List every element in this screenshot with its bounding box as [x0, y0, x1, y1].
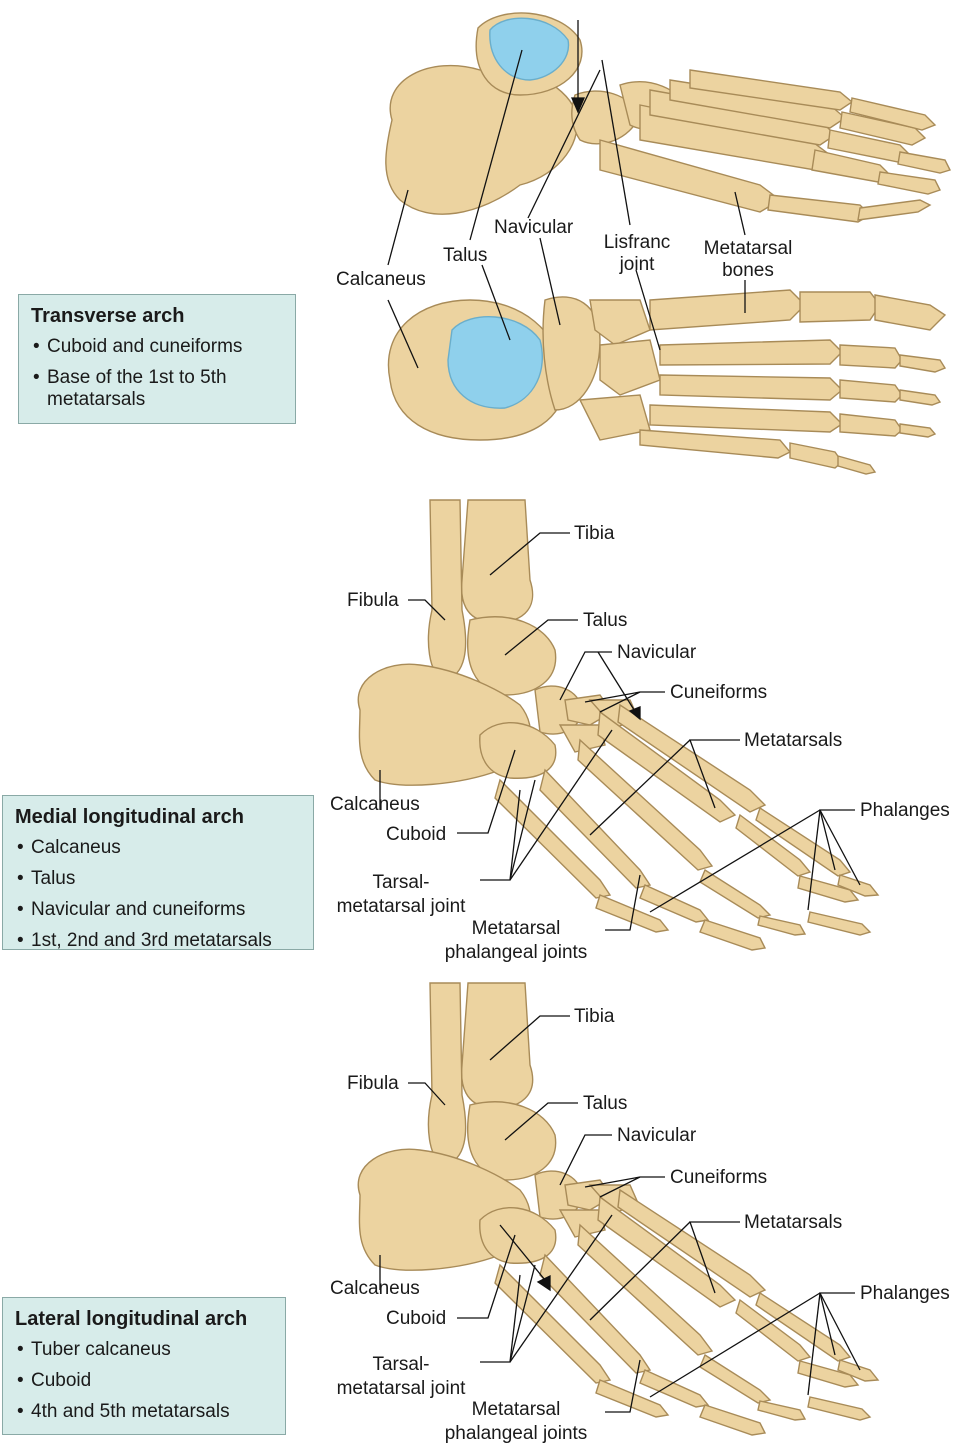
label-navicular: Navicular	[494, 218, 573, 238]
transverse-arch-box: Transverse arch Cuboid and cuneiforms Ba…	[18, 294, 296, 424]
label-phalanges: Phalanges	[860, 1284, 950, 1304]
lateral-longitudinal-arch-box: Lateral longitudinal arch Tuber calcaneu…	[2, 1297, 286, 1435]
list-item: Base of the 1st to 5th metatarsals	[31, 367, 277, 411]
label-metatarsal-phalangeal-joints: Metatarsal phalangeal joints	[426, 1398, 606, 1446]
label-cuboid: Cuboid	[386, 825, 446, 845]
label-metatarsals: Metatarsals	[744, 1213, 842, 1233]
label-fibula: Fibula	[347, 1074, 399, 1094]
label-tibia: Tibia	[574, 524, 614, 544]
medial-longitudinal-arch-box: Medial longitudinal arch Calcaneus Talus…	[2, 795, 314, 950]
label-calcaneus: Calcaneus	[336, 270, 426, 290]
foot-lateral-view-top	[386, 13, 950, 222]
list-item: Navicular and cuneiforms	[15, 899, 303, 921]
label-lisfranc-joint: Lisfranc joint	[597, 232, 677, 276]
label-tibia: Tibia	[574, 1007, 614, 1027]
label-phalanges: Phalanges	[860, 801, 950, 821]
label-talus: Talus	[583, 1094, 627, 1114]
label-tarsal-metatarsal-joint: Tarsal- metatarsal joint	[321, 1353, 481, 1401]
list-item: Calcaneus	[15, 837, 303, 859]
tibia-bone	[462, 500, 533, 622]
label-cuneiforms: Cuneiforms	[670, 683, 767, 703]
label-cuneiforms: Cuneiforms	[670, 1168, 767, 1188]
box-list: Cuboid and cuneiforms Base of the 1st to…	[31, 336, 285, 411]
label-calcaneus: Calcaneus	[330, 795, 420, 815]
fibula-bone	[428, 500, 465, 680]
label-fibula: Fibula	[347, 591, 399, 611]
tibia-bone	[462, 983, 533, 1108]
box-list: Tuber calcaneus Cuboid 4th and 5th metat…	[15, 1339, 275, 1423]
box-title: Medial longitudinal arch	[15, 806, 303, 829]
list-item: Cuboid and cuneiforms	[31, 336, 285, 358]
label-cuboid: Cuboid	[386, 1309, 446, 1329]
label-talus: Talus	[583, 611, 627, 631]
box-title: Lateral longitudinal arch	[15, 1308, 275, 1331]
talus-cartilage	[448, 317, 542, 408]
label-metatarsal-bones: Metatarsal bones	[693, 238, 803, 282]
list-item: Tuber calcaneus	[15, 1339, 275, 1361]
list-item: Talus	[15, 868, 303, 890]
label-metatarsals: Metatarsals	[744, 731, 842, 751]
fibula-bone	[428, 983, 465, 1165]
list-item: 4th and 5th metatarsals	[15, 1401, 275, 1423]
label-talus: Talus	[443, 246, 487, 266]
box-title: Transverse arch	[31, 305, 285, 328]
label-metatarsal-phalangeal-joints: Metatarsal phalangeal joints	[426, 917, 606, 965]
label-calcaneus: Calcaneus	[330, 1279, 420, 1299]
label-navicular: Navicular	[617, 643, 696, 663]
list-item: 1st, 2nd and 3rd metatarsals	[15, 930, 303, 952]
label-tarsal-metatarsal-joint: Tarsal- metatarsal joint	[321, 871, 481, 919]
label-navicular: Navicular	[617, 1126, 696, 1146]
foot-dorsal-view-top	[388, 290, 945, 474]
list-item: Cuboid	[15, 1370, 275, 1392]
box-list: Calcaneus Talus Navicular and cuneiforms…	[15, 837, 303, 952]
